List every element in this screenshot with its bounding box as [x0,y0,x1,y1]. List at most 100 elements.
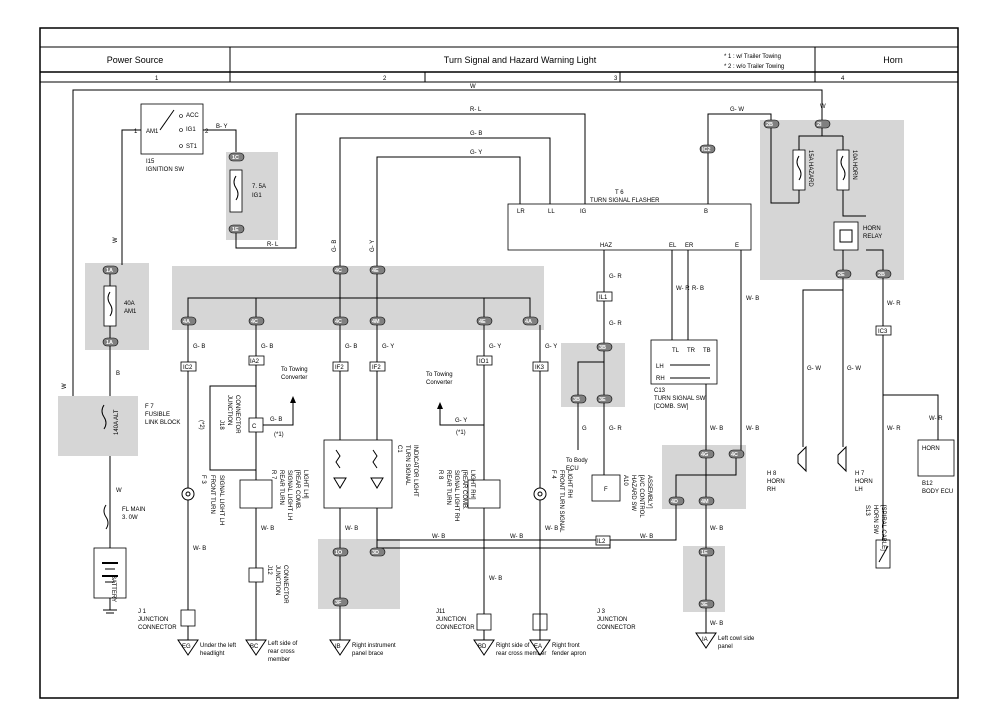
ig-name: IGNITION SW [146,167,184,173]
rear-lamp-rh [467,479,501,509]
svg-text:1E: 1E [701,550,708,556]
wire-w-am1: W [113,237,119,243]
wire-rl-2: R- L [470,107,482,113]
svg-text:To Body: To Body [566,458,588,464]
wire-b-am1: B [116,371,120,377]
svg-text:IA2: IA2 [250,359,260,365]
wire-gb-v: G- B [332,240,338,252]
svg-text:4C: 4C [335,268,342,274]
flasher-name: TURN SIGNAL FLASHER [590,198,660,204]
svg-text:[A/C CONTROL: [A/C CONTROL [638,475,644,518]
svg-text:W- B: W- B [545,526,558,532]
hazard-switch [591,474,621,502]
jb-hazard [561,343,625,407]
svg-text:J 1: J 1 [138,609,147,615]
ground-eg: EG Under the left headlight [177,630,236,657]
svg-text:member: member [268,657,290,663]
svg-text:TURN SIGNAL: TURN SIGNAL [404,445,410,486]
svg-text:G- R: G- R [609,321,622,327]
svg-text:W- B: W- B [489,576,502,582]
svg-text:F: F [604,487,608,493]
svg-text:3B: 3B [573,397,580,403]
jb-3e [318,539,400,609]
fl-rating: 140A ALT [114,409,120,435]
svg-text:TR: TR [687,348,696,354]
svg-text:Right front: Right front [552,643,580,649]
wire-w-horn: W [820,104,826,110]
svg-text:4E: 4E [479,319,486,325]
wire-gb-top: G- B [470,131,482,137]
svg-text:2I: 2I [817,122,822,128]
svg-text:[SPIRAL CABLE]: [SPIRAL CABLE] [880,505,886,551]
svg-text:HORN: HORN [922,446,940,452]
svg-text:S13: S13 [864,505,870,516]
svg-text:Converter: Converter [426,380,452,386]
svg-text:(*1): (*1) [456,430,466,436]
svg-text:BD: BD [478,644,487,650]
note-1: * 1 : w/ Trailer Towing [724,54,781,60]
wire-by: B- Y [216,124,228,130]
ground-bd: BD Right side of rear cross member [473,630,546,657]
svg-text:headlight: headlight [200,651,225,657]
svg-text:W- R: W- R [676,286,690,292]
svg-text:FRONT TURN SIGNAL: FRONT TURN SIGNAL [558,470,564,533]
svg-text:Left cowl side: Left cowl side [718,636,755,642]
svg-text:3E: 3E [599,397,606,403]
wire-gw-top: G- W [730,107,744,113]
horn-relay [833,221,859,251]
fl-main-name: FL MAIN [122,507,145,513]
svg-text:3B: 3B [599,345,606,351]
column-3: 3 [614,76,618,82]
svg-text:3D: 3D [372,550,379,556]
section-turn-signal: Turn Signal and Hazard Warning Light [444,55,597,65]
svg-text:C1: C1 [396,445,402,453]
svg-text:G- Y: G- Y [455,418,467,424]
svg-text:CONNECTOR: CONNECTOR [234,395,240,434]
ig-id: I15 [146,159,155,165]
svg-text:G- W: G- W [847,366,861,372]
svg-text:To Towing: To Towing [281,367,308,373]
svg-text:G- B: G- B [270,417,282,423]
svg-text:IO1: IO1 [479,359,489,365]
body-ecu [917,439,955,477]
rear-lamp-lh [239,479,273,509]
svg-text:SIGNAL LIGHT LH: SIGNAL LIGHT LH [286,470,292,520]
svg-text:J12: J12 [266,565,272,575]
svg-text:REAR TURN: REAR TURN [445,470,451,505]
ground-ia: IA Left cowl side panel [695,632,755,650]
diagram-frame [39,27,959,699]
svg-text:1E: 1E [232,227,239,233]
svg-text:Left side of: Left side of [268,641,298,647]
svg-text:Right side of: Right side of [496,643,530,649]
svg-text:G- B: G- B [261,344,273,350]
ig-st1: ST1 [186,144,198,150]
svg-text:JUNCTION: JUNCTION [597,617,627,623]
svg-text:IK3: IK3 [535,365,545,371]
ground-bc: BC Left side of rear cross member [245,630,298,663]
svg-text:BC: BC [250,644,259,650]
ig-am1: AM1 [146,129,159,135]
ig-pin1: 1 [134,129,138,135]
svg-text:C13: C13 [654,388,666,394]
svg-text:REAR TURN: REAR TURN [278,470,284,505]
svg-text:2E: 2E [838,272,845,278]
svg-text:IF2: IF2 [372,365,381,371]
svg-text:CONNECTOR: CONNECTOR [436,625,475,631]
svg-text:JUNCTION: JUNCTION [226,395,232,425]
svg-text:EL: EL [669,243,677,249]
svg-text:1A: 1A [106,340,113,346]
svg-text:C: C [252,424,257,430]
svg-text:W- B: W- B [193,546,206,552]
svg-text:R- B: R- B [692,286,704,292]
svg-text:G- W: G- W [807,366,821,372]
wire-gy-v: G- Y [370,240,376,252]
column-4: 4 [841,76,845,82]
svg-text:LR: LR [517,209,525,215]
svg-text:Right instrument: Right instrument [352,643,396,649]
svg-text:HORN: HORN [863,226,881,232]
svg-text:H 7: H 7 [855,471,865,477]
svg-text:LH: LH [656,364,664,370]
svg-text:W- B: W- B [746,296,759,302]
svg-text:B12: B12 [922,481,933,487]
ig-pin2: 2 [205,129,209,135]
